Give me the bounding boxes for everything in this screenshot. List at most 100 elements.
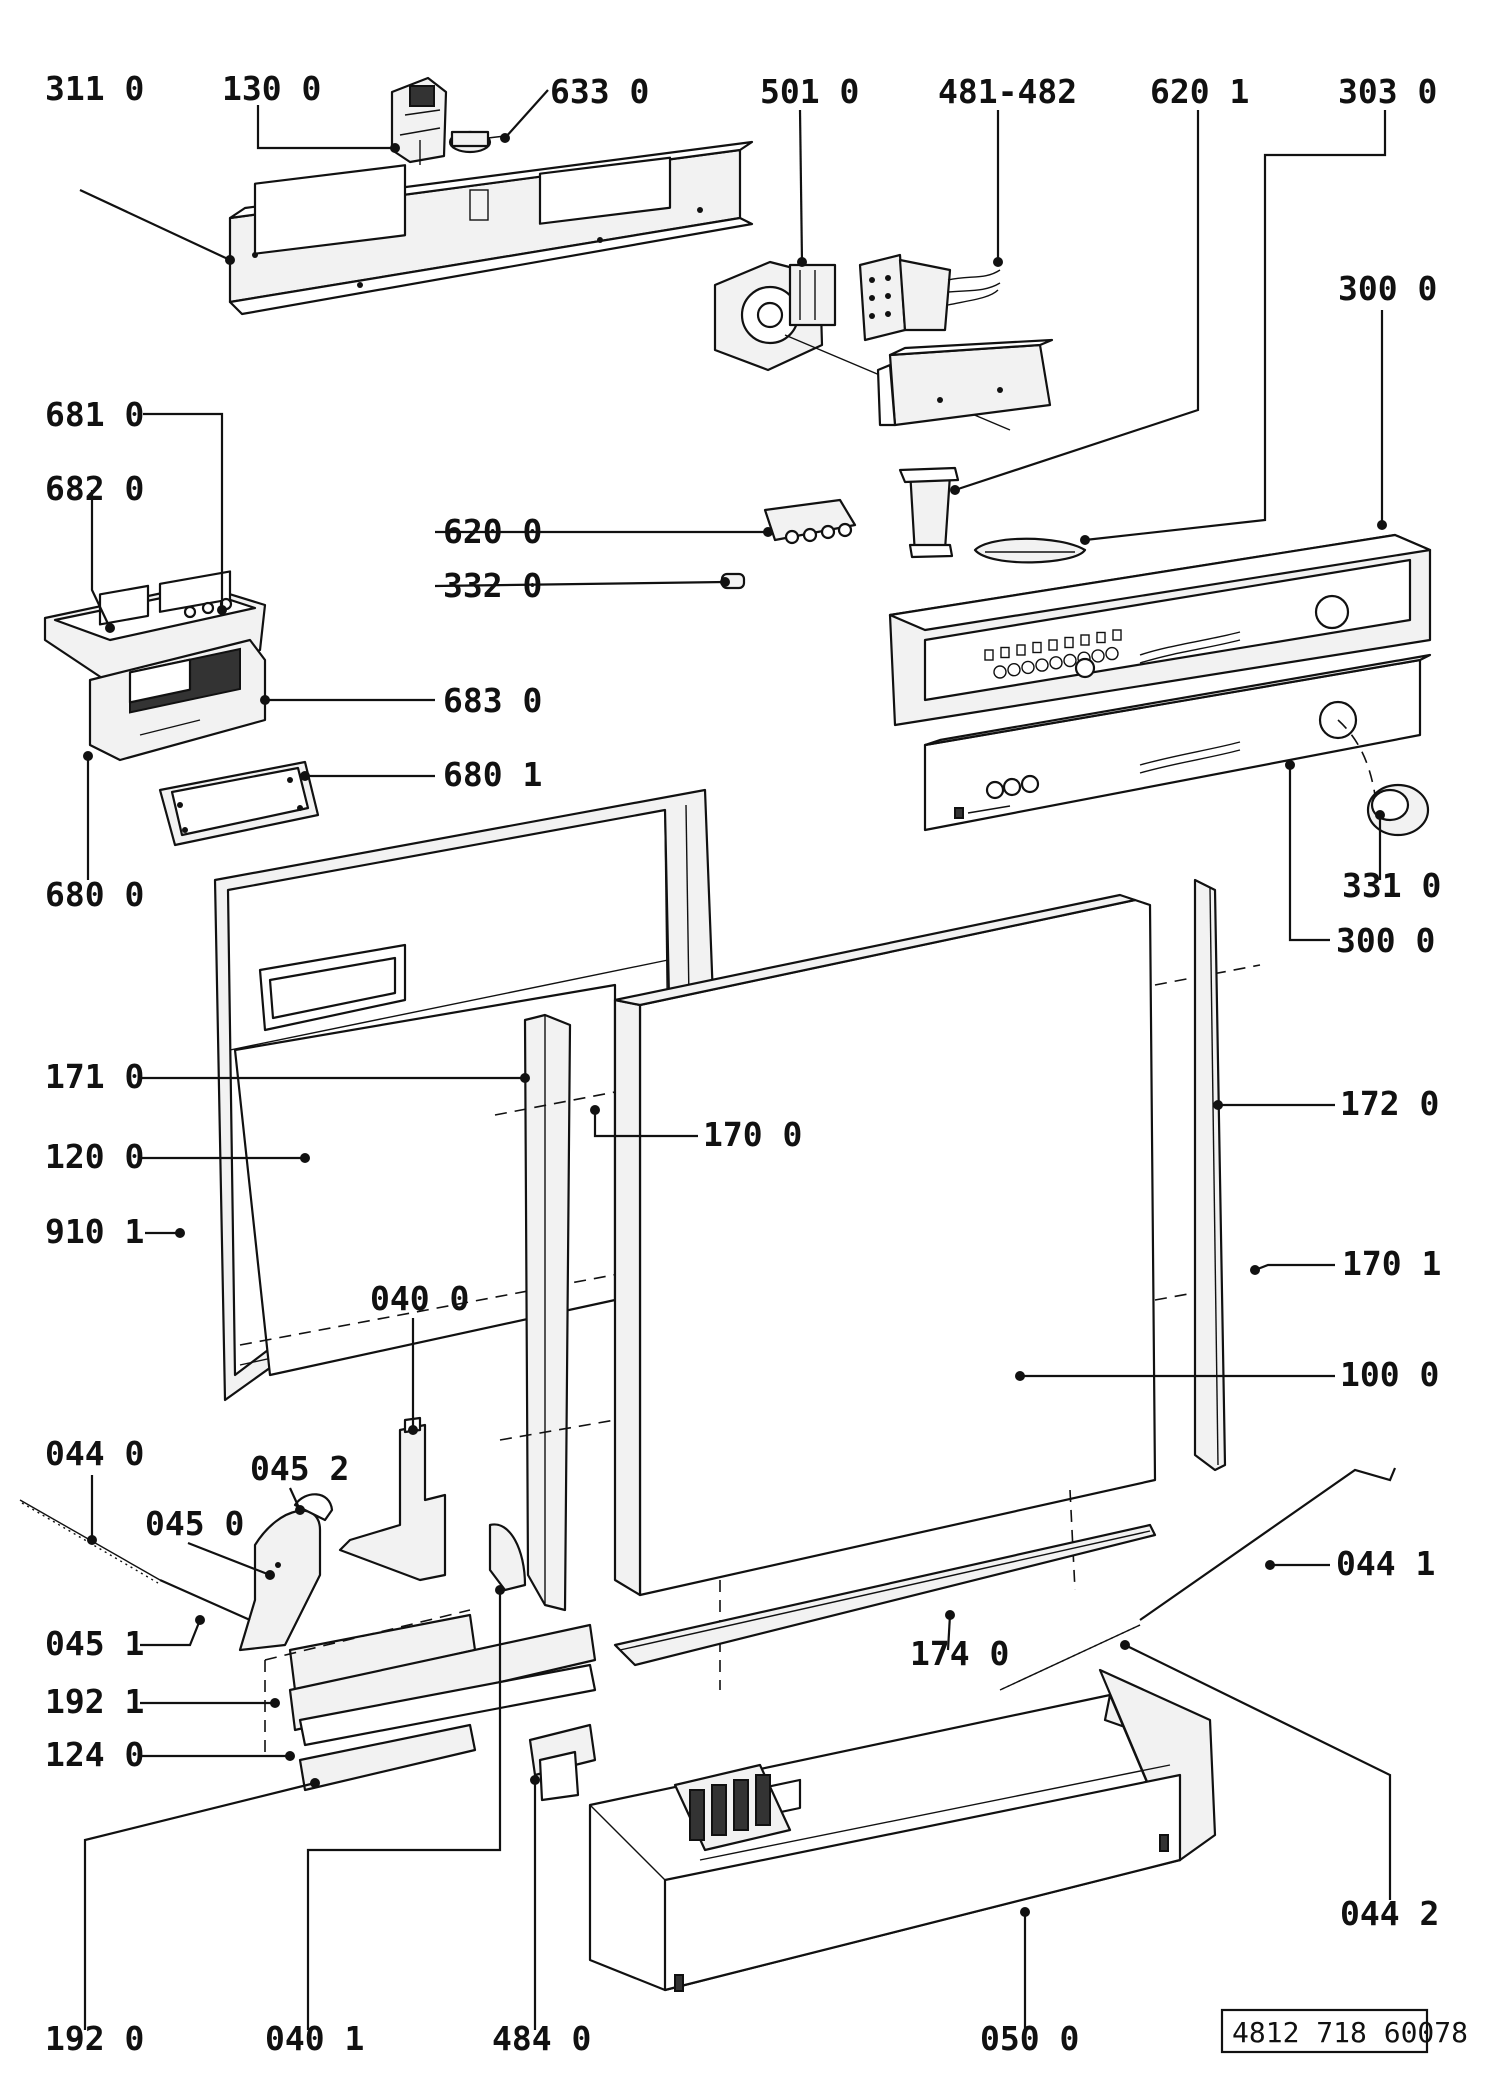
leader-endpoint-dot — [270, 1698, 280, 1708]
panel-indicator — [1064, 636, 1074, 649]
leader-line — [79, 189, 231, 261]
callout-300-0-bottom: 300 0 — [1336, 921, 1435, 960]
part-050-block — [673, 1763, 792, 1852]
leader-endpoint-dot — [175, 1228, 185, 1238]
panel-button — [1021, 660, 1035, 675]
part-171-side-strip — [523, 1013, 572, 1612]
leader-endpoint-dot — [945, 1610, 955, 1620]
leader-line — [946, 1614, 952, 1651]
panel-indicator — [1048, 639, 1058, 651]
leader-line — [954, 110, 1200, 492]
leader-endpoint-dot — [590, 1105, 600, 1115]
leader-endpoint-dot — [495, 1585, 505, 1595]
part-633-sensor — [448, 130, 506, 154]
part-044-1-spring-rod — [999, 1467, 1397, 1691]
panel-indicator — [1032, 641, 1042, 654]
callout-331-0: 331 0 — [1342, 866, 1441, 905]
leader-endpoint-dot — [950, 485, 960, 495]
leader-line — [140, 1619, 202, 1647]
panel-button — [1035, 658, 1049, 672]
leader-line — [1288, 765, 1330, 942]
leader-endpoint-dot — [295, 1505, 305, 1515]
callout-311-0: 311 0 — [45, 69, 144, 108]
callout-192-0: 192 0 — [45, 2019, 144, 2058]
panel-button — [1091, 649, 1105, 663]
callout-044-0: 044 0 — [45, 1434, 144, 1473]
leader-endpoint-dot — [225, 255, 235, 265]
part-045-hinge — [238, 1493, 334, 1652]
callout-680-1: 680 1 — [443, 755, 542, 794]
callout-300-0-top: 300 0 — [1338, 269, 1437, 308]
part-680-1-gasket — [158, 760, 320, 847]
callout-170-0: 170 0 — [703, 1115, 802, 1154]
panel-button — [1049, 656, 1063, 670]
leader-endpoint-dot — [1020, 1907, 1030, 1917]
callout-680-0: 680 0 — [45, 875, 144, 914]
document-number-box: 4812 718 60078 — [1220, 2008, 1468, 2054]
part-045-2-hinge-cap — [488, 1523, 527, 1592]
callout-172-0: 172 0 — [1340, 1084, 1439, 1123]
document-number: 4812 718 60078 — [1232, 2016, 1468, 2049]
leader-line — [434, 580, 726, 588]
callout-484-0: 484 0 — [492, 2019, 591, 2058]
leader-endpoint-dot — [1015, 1371, 1025, 1381]
leader-endpoint-dot — [260, 695, 270, 705]
callout-681-0: 681 0 — [45, 395, 144, 434]
panel-button — [993, 665, 1007, 679]
leader-endpoint-dot — [265, 1570, 275, 1580]
leader-endpoint-dot — [390, 143, 400, 153]
leader-endpoint-dot — [300, 1153, 310, 1163]
panel-indicator — [1096, 631, 1106, 644]
leader-line — [90, 490, 111, 629]
callout-174-0: 174 0 — [910, 1634, 1009, 1673]
callout-050-0: 050 0 — [980, 2019, 1079, 2058]
leader-endpoint-dot — [217, 605, 227, 615]
callout-332-0: 332 0 — [443, 566, 542, 605]
leader-line — [593, 1110, 698, 1138]
part-300-facia — [923, 653, 1432, 832]
callout-633-0: 633 0 — [550, 72, 649, 111]
panel-indicator — [1112, 629, 1122, 641]
panel-indicator — [984, 649, 994, 661]
callout-045-1: 045 1 — [45, 1624, 144, 1663]
callout-124-0: 124 0 — [45, 1735, 144, 1774]
part-303-window — [973, 537, 1087, 564]
leader-line — [1124, 1644, 1392, 1900]
leader-endpoint-dot — [105, 623, 115, 633]
callout-045-0: 045 0 — [145, 1504, 244, 1543]
leader-line — [1084, 110, 1387, 542]
callout-303-0: 303 0 — [1338, 72, 1437, 111]
panel-button — [1063, 653, 1077, 668]
callout-120-0: 120 0 — [45, 1137, 144, 1176]
callout-045-2: 045 2 — [250, 1449, 349, 1488]
part-050-kickplate — [588, 1668, 1217, 1992]
callout-130-0: 130 0 — [222, 69, 321, 108]
part-300-control-panel — [888, 533, 1432, 727]
part-172-side-strip — [1193, 878, 1227, 1472]
part-120-inner-door — [213, 788, 717, 1402]
part-311-bracket — [228, 140, 754, 316]
callout-501-0: 501 0 — [760, 72, 859, 111]
part-481-482-connector — [858, 253, 1001, 342]
leader-endpoint-dot — [720, 577, 730, 587]
callout-044-1: 044 1 — [1336, 1544, 1435, 1583]
callout-682-0: 682 0 — [45, 469, 144, 508]
panel-indicator — [1016, 644, 1026, 656]
leader-endpoint-dot — [195, 1615, 205, 1625]
leader-endpoint-dot — [300, 771, 310, 781]
part-620-1-bracket — [898, 466, 960, 559]
leader-endpoint-dot — [1120, 1640, 1130, 1650]
part-040-hinge-bracket — [338, 1416, 447, 1582]
leader-endpoint-dot — [310, 1778, 320, 1788]
leader-endpoint-dot — [993, 257, 1003, 267]
leader-endpoint-dot — [1285, 760, 1295, 770]
part-timer-housing — [876, 338, 1054, 427]
leader-endpoint-dot — [1250, 1265, 1260, 1275]
leader-lines — [79, 89, 1392, 2030]
leader-line — [504, 89, 549, 139]
callout-labels: 311 0 130 0 633 0 501 0 481-482 620 1 30… — [45, 69, 1441, 2058]
callout-171-0: 171 0 — [45, 1057, 144, 1096]
leader-line — [187, 1541, 271, 1577]
callout-044-2: 044 2 — [1340, 1894, 1439, 1933]
